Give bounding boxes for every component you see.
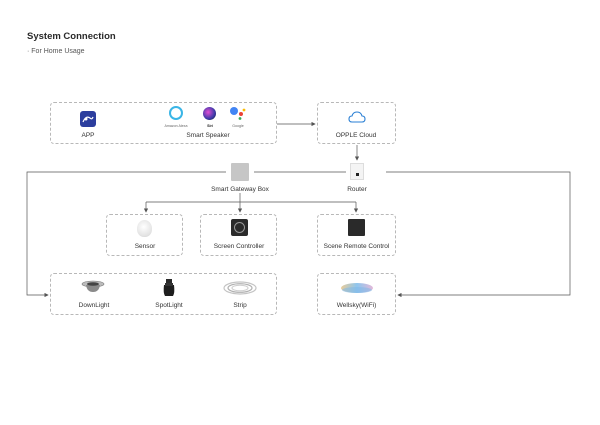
app-icon [80, 111, 96, 127]
google-label: Google [232, 124, 244, 128]
google-assistant-icon [229, 106, 247, 120]
smart-speaker-label: Smart Speaker [186, 132, 230, 139]
page-subtitle: · For Home Usage [27, 48, 85, 55]
screen-controller-icon [231, 219, 248, 236]
scene-remote-icon [348, 219, 365, 236]
sensor-icon [137, 220, 152, 237]
opple-cloud-box [317, 102, 396, 144]
router-icon [350, 163, 364, 180]
siri-icon [203, 107, 216, 120]
cloud-icon [348, 110, 366, 129]
scene-remote-label: Scene Remote Control [323, 243, 390, 250]
spotlight-icon [160, 278, 178, 303]
alexa-icon [169, 106, 183, 120]
alexa-label: Amazon Alexa [164, 124, 188, 128]
opple-cloud-label: OPPLE Cloud [335, 132, 377, 139]
lights-group-box [50, 273, 277, 315]
downlight-icon [81, 280, 105, 299]
siri-label: Siri [207, 124, 213, 128]
page-title: System Connection [27, 31, 116, 42]
spotlight-label: SpotLight [155, 302, 183, 309]
gateway-icon [231, 163, 249, 181]
strip-icon [222, 280, 258, 301]
downlight-label: DownLight [78, 302, 110, 309]
screen-controller-label: Screen Controller [213, 243, 265, 250]
sensor-box [106, 214, 183, 256]
scene-remote-box [317, 214, 396, 256]
gateway-label: Smart Gateway Box [211, 186, 269, 193]
router-label: Router [347, 186, 367, 193]
app-label: APP [81, 132, 95, 139]
strip-label: Strip [233, 302, 247, 309]
sensor-label: Sensor [134, 243, 156, 250]
screen-controller-box [200, 214, 277, 256]
app-speaker-group [50, 102, 277, 144]
line-router-to-wellsky [386, 171, 571, 298]
wellsky-box [317, 273, 396, 315]
wellsky-label: Wellsky(WiFi) [336, 302, 377, 309]
wellsky-icon [340, 281, 374, 300]
line-gateway-to-lights [26, 171, 226, 298]
